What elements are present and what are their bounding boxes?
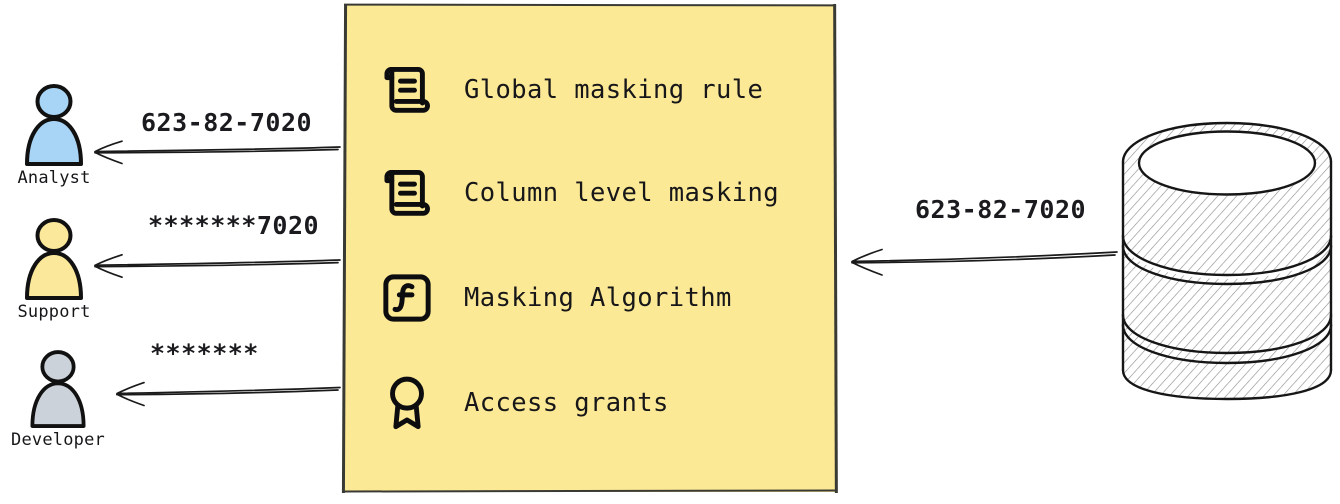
policy-row-label: Access grants	[464, 388, 669, 418]
arrow-to-support	[94, 253, 341, 279]
panel-border-bottom	[343, 489, 837, 493]
arrow-from-database	[851, 248, 1118, 276]
actor-label: Support	[17, 302, 91, 322]
panel-border-right	[833, 3, 838, 494]
flow-label-analyst: 623-82-7020	[141, 108, 313, 137]
policy-row-global-masking-rule[interactable]: Global masking rule	[378, 60, 763, 120]
actor-label: Analyst	[17, 168, 91, 188]
flow-label-database: 623-82-7020	[915, 195, 1087, 224]
flow-label-support: *******7020	[148, 211, 320, 240]
person-icon	[0, 212, 108, 302]
arrow-to-developer	[116, 381, 341, 407]
actor-label: Developer	[11, 430, 105, 450]
masking-policy-panel	[345, 5, 835, 492]
person-icon	[4, 340, 112, 430]
flow-label-developer: *******	[150, 339, 259, 368]
actor-developer[interactable]: Developer	[4, 340, 112, 450]
award-icon	[378, 374, 436, 432]
policy-row-column-level-masking[interactable]: Column level masking	[378, 163, 779, 223]
arrow-to-analyst	[94, 140, 341, 165]
policy-row-label: Column level masking	[464, 178, 780, 208]
scroll-icon	[378, 164, 436, 222]
person-icon	[0, 78, 108, 168]
scroll-icon	[378, 61, 436, 119]
policy-row-label: Masking Algorithm	[464, 283, 732, 313]
policy-row-label: Global masking rule	[464, 75, 764, 105]
actor-support[interactable]: Support	[0, 212, 108, 322]
function-icon	[378, 269, 436, 327]
policy-row-masking-algorithm[interactable]: Masking Algorithm	[378, 268, 732, 328]
policy-row-access-grants[interactable]: Access grants	[378, 373, 669, 433]
database-cylinder-icon	[1118, 118, 1336, 404]
actor-analyst[interactable]: Analyst	[0, 78, 108, 188]
